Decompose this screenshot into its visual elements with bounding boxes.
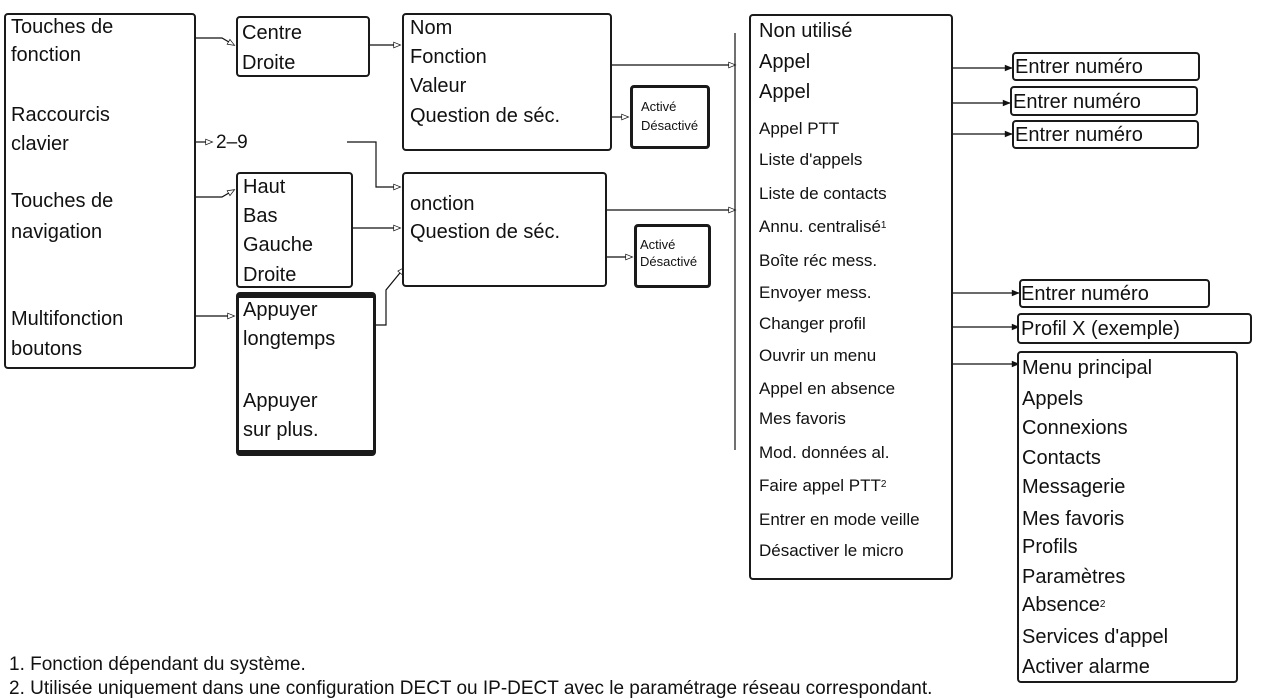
menu-calls: Appels bbox=[1022, 388, 1084, 410]
enter-number-box-1 bbox=[1012, 52, 1200, 81]
fn-absence-call: Appel en absence bbox=[759, 379, 896, 398]
key-types-box bbox=[4, 13, 196, 369]
menu-activate-alarm: Activer alarme bbox=[1022, 656, 1150, 678]
toggle-bottom-off: Désactivé bbox=[640, 254, 698, 269]
param-security-question: Question de séc. bbox=[410, 105, 561, 127]
fn-my-favorites: Mes favoris bbox=[759, 409, 846, 428]
enter-number-box-4 bbox=[1019, 279, 1210, 308]
enter-number-box-3 bbox=[1012, 120, 1199, 149]
toggle-top-off: Désactivé bbox=[641, 118, 699, 133]
functions-list-box bbox=[749, 14, 953, 580]
fn-mute-mic: Désactiver le micro bbox=[759, 541, 904, 560]
menu-messaging: Messagerie bbox=[1022, 476, 1126, 498]
footnote-mark-1: 1 bbox=[880, 220, 887, 231]
parameters-box bbox=[402, 13, 612, 151]
fn-send-message: Envoyer mess. bbox=[759, 283, 872, 302]
connector-lines bbox=[196, 33, 1020, 450]
fn-standby-mode: Entrer en mode veille bbox=[759, 510, 920, 529]
menu-call-services: Services d'appel bbox=[1022, 626, 1169, 648]
function-keys-line2: fonction bbox=[11, 44, 82, 66]
multi-press-line1: Appuyer bbox=[243, 390, 318, 412]
fn-make-ptt-call: Faire appel PTT2 bbox=[759, 476, 887, 495]
enter-number-2: Entrer numéro bbox=[1013, 91, 1141, 113]
profile-example: Profil X (exemple) bbox=[1021, 318, 1180, 340]
menu-absence: Absence2 bbox=[1022, 594, 1106, 616]
shortcut-range: 2–9 bbox=[216, 132, 248, 153]
fn-contact-list: Liste de contacts bbox=[759, 184, 887, 203]
long-press-line1: Appuyer bbox=[243, 299, 318, 321]
fn-change-profile: Changer profil bbox=[759, 314, 866, 333]
toggle-bottom-box bbox=[634, 224, 711, 288]
menu-list-box bbox=[1017, 351, 1238, 683]
profile-example-box bbox=[1017, 313, 1252, 344]
param-name: Nom bbox=[410, 17, 453, 39]
function-security-question: Question de séc. bbox=[410, 221, 561, 243]
toggle-top-box bbox=[630, 85, 710, 149]
param-value: Valeur bbox=[410, 75, 467, 97]
fn-open-menu: Ouvrir un menu bbox=[759, 346, 877, 365]
footnote-1: 1. Fonction dépendant du système. bbox=[9, 654, 306, 675]
menu-main: Menu principal bbox=[1022, 357, 1153, 379]
function-label: onction bbox=[410, 193, 475, 215]
keyboard-shortcuts-line2: clavier bbox=[11, 133, 69, 155]
direction-down: Bas bbox=[243, 205, 278, 227]
fn-not-used: Non utilisé bbox=[759, 20, 853, 42]
function-keys-line1: Touches de bbox=[11, 16, 114, 38]
footnote-mark-2: 2 bbox=[880, 479, 887, 490]
direction-up: Haut bbox=[243, 176, 286, 198]
param-function: Fonction bbox=[410, 46, 487, 68]
fn-inbox: Boîte réc mess. bbox=[759, 251, 878, 270]
toggle-top-on: Activé bbox=[641, 99, 677, 114]
function-box bbox=[402, 172, 607, 287]
multifunction-buttons-line2: boutons bbox=[11, 338, 83, 360]
navigation-keys-line1: Touches de bbox=[11, 190, 114, 212]
press-options-box bbox=[236, 292, 376, 456]
toggle-bottom-on: Activé bbox=[640, 237, 676, 252]
menu-profiles: Profils bbox=[1022, 536, 1078, 558]
footnote-2: 2. Utilisée uniquement dans une configur… bbox=[9, 678, 933, 699]
menu-settings: Paramètres bbox=[1022, 566, 1126, 588]
directions-box bbox=[236, 172, 353, 288]
menu-favorites: Mes favoris bbox=[1022, 508, 1125, 530]
centre-label: Centre bbox=[242, 22, 303, 44]
right-label: Droite bbox=[242, 52, 296, 74]
menu-contacts: Contacts bbox=[1022, 447, 1101, 469]
multi-press-line2: sur plus. bbox=[243, 419, 319, 441]
direction-right: Droite bbox=[243, 264, 297, 286]
keyboard-shortcuts-line1: Raccourcis bbox=[11, 104, 110, 126]
enter-number-3: Entrer numéro bbox=[1015, 124, 1143, 146]
fn-call-2: Appel bbox=[759, 81, 811, 103]
centre-right-box bbox=[236, 16, 370, 77]
enter-number-4: Entrer numéro bbox=[1021, 283, 1149, 305]
fn-call-list: Liste d'appels bbox=[759, 150, 863, 169]
fn-call-1: Appel bbox=[759, 51, 811, 73]
navigation-keys-line2: navigation bbox=[11, 221, 103, 243]
enter-number-box-2 bbox=[1010, 86, 1198, 116]
fn-alarm-data: Mod. données al. bbox=[759, 443, 890, 462]
fn-central-directory: Annu. centralisé1 bbox=[759, 217, 887, 236]
direction-left: Gauche bbox=[243, 234, 314, 256]
footnote-mark-absence: 2 bbox=[1099, 599, 1106, 610]
multifunction-buttons-line1: Multifonction bbox=[11, 308, 124, 330]
menu-connections: Connexions bbox=[1022, 417, 1128, 439]
long-press-line2: longtemps bbox=[243, 328, 336, 350]
enter-number-1: Entrer numéro bbox=[1015, 56, 1143, 78]
fn-ptt-call: Appel PTT bbox=[759, 119, 840, 138]
